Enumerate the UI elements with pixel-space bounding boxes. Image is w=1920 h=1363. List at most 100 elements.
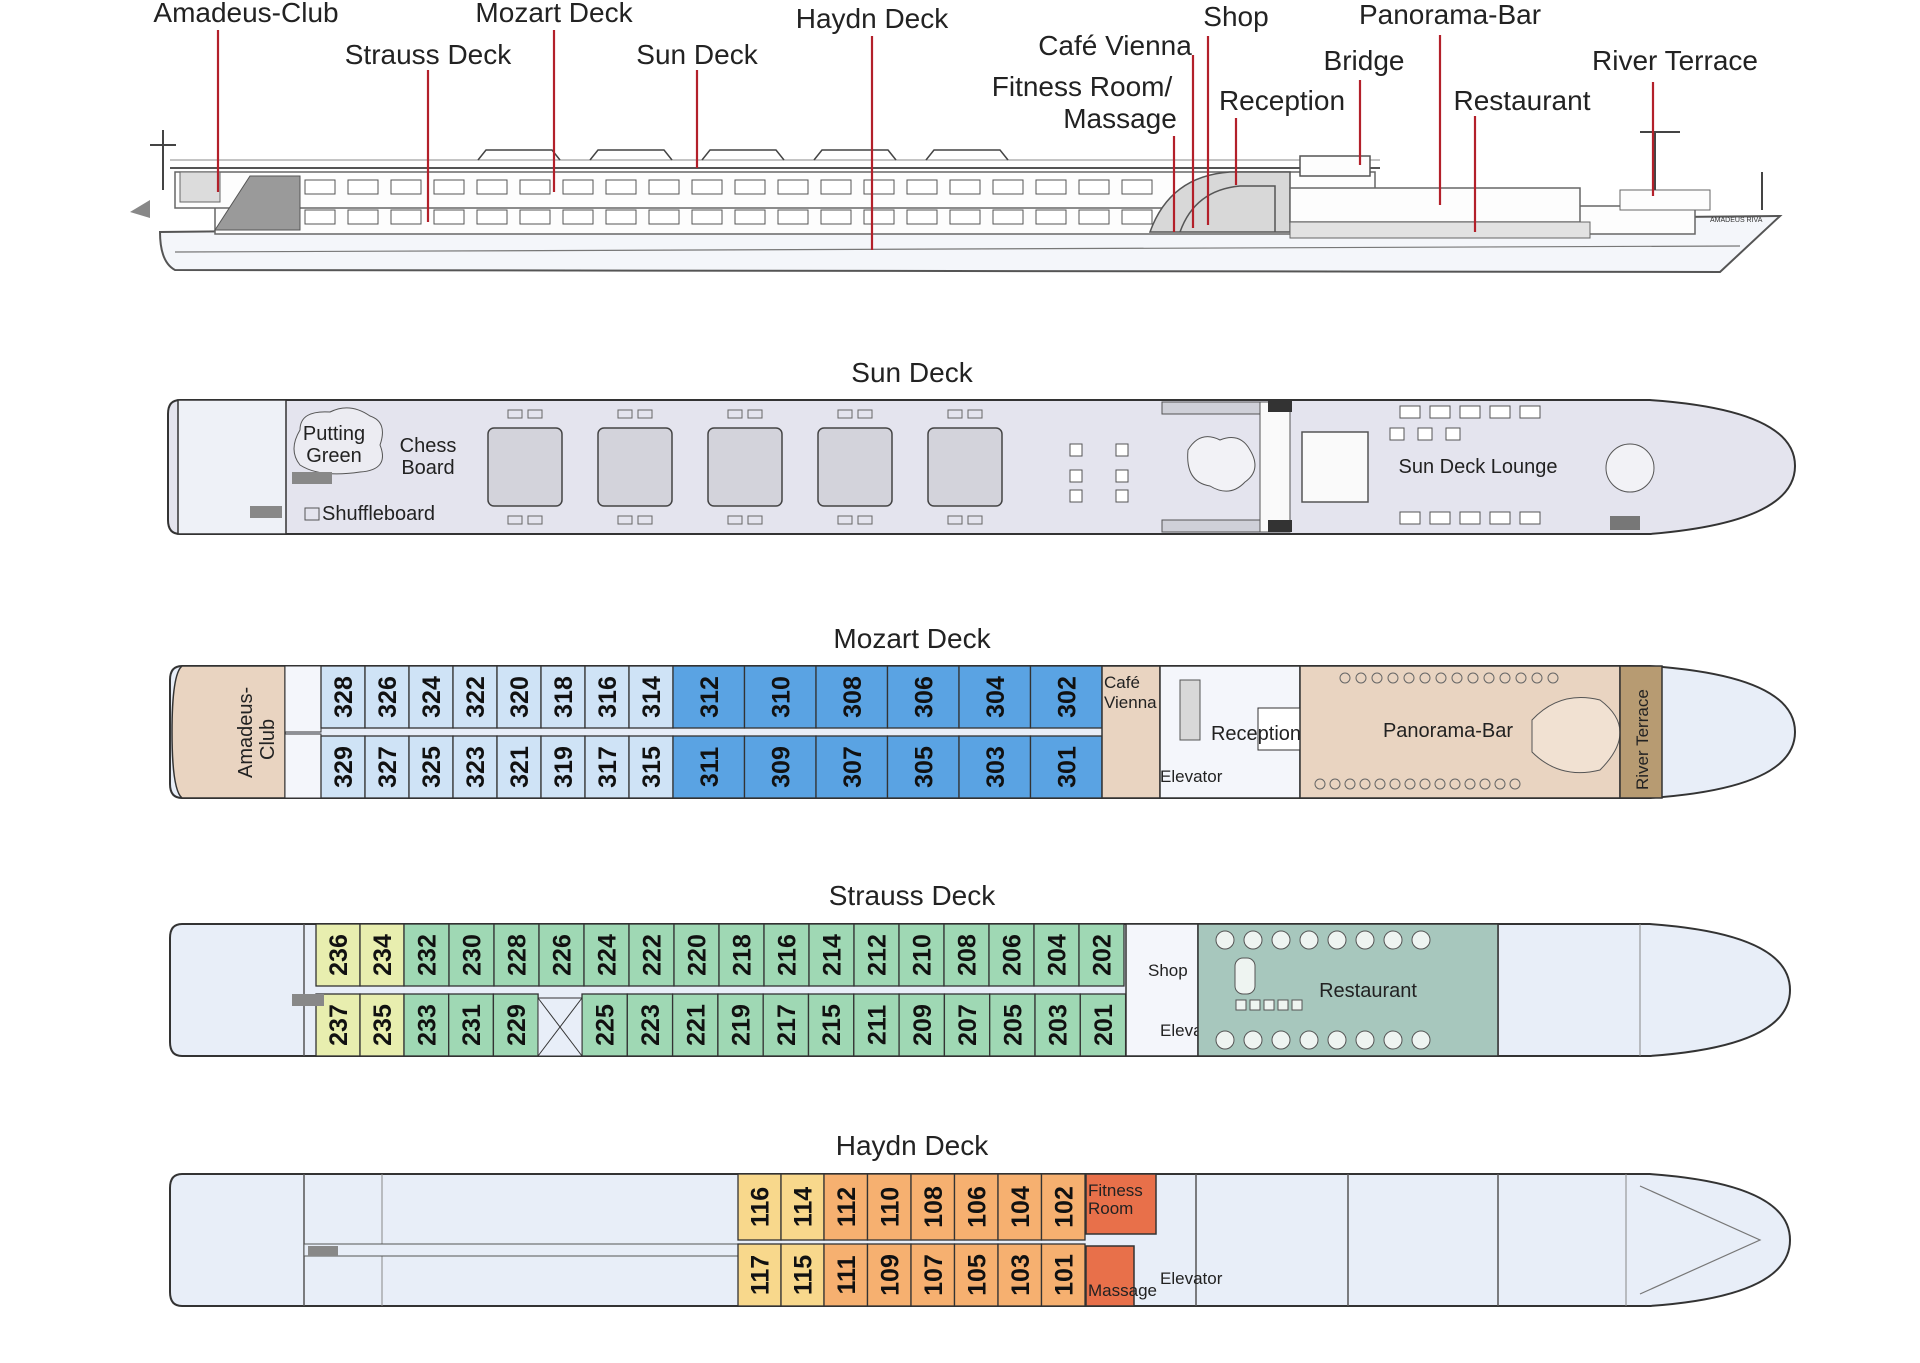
cabin-number-115: 115 <box>790 1255 818 1295</box>
profile-atrium-dome <box>1148 171 1291 233</box>
cabin-number-223: 223 <box>637 1004 665 1046</box>
cabin-105 <box>953 1243 999 1307</box>
cabin-number-208: 208 <box>954 934 982 976</box>
cabin-220 <box>673 923 720 987</box>
cabin-number-233: 233 <box>413 1004 441 1046</box>
cabin-328 <box>320 665 366 729</box>
cabin-number-308: 308 <box>839 676 867 718</box>
mozart-deck-title: Mozart Deck <box>833 623 991 654</box>
cabin-number-219: 219 <box>728 1004 756 1046</box>
cabin-number-229: 229 <box>503 1004 531 1046</box>
label-reception: Reception <box>1219 85 1345 116</box>
cabin-number-220: 220 <box>684 934 712 976</box>
cabin-204 <box>1033 923 1080 987</box>
cabin-number-228: 228 <box>504 934 532 976</box>
profile-bow-terrace <box>1619 189 1711 211</box>
cabin-302 <box>1029 665 1103 729</box>
fitness-room-area <box>1085 1173 1157 1235</box>
cabin-326 <box>364 665 410 729</box>
cabin-304 <box>958 665 1032 729</box>
cabin-228 <box>493 923 540 987</box>
cabin-319 <box>540 735 586 799</box>
cabin-321 <box>496 735 542 799</box>
cabin-111 <box>823 1243 869 1307</box>
cabin-310 <box>743 665 817 729</box>
label-mozart-deck: Mozart Deck <box>475 0 633 28</box>
cabin-number-203: 203 <box>1045 1004 1073 1046</box>
strauss-deck-title: Strauss Deck <box>829 880 996 911</box>
profile-ship-name: AMADEUS RIVA <box>1710 217 1763 224</box>
cabin-229 <box>492 993 539 1057</box>
cabin-number-236: 236 <box>325 934 353 976</box>
cabin-202 <box>1078 923 1125 987</box>
label-haydn-deck: Haydn Deck <box>796 3 950 34</box>
sun-shade-1 <box>487 427 563 507</box>
sun-deck-lounge-label: Sun Deck Lounge <box>1398 456 1557 478</box>
cabin-number-209: 209 <box>909 1004 937 1046</box>
cabin-number-114: 114 <box>790 1187 818 1227</box>
strauss-shop-label: Shop <box>1148 961 1188 980</box>
cabin-number-314: 314 <box>638 676 666 718</box>
cabin-317 <box>584 735 630 799</box>
cabin-322 <box>452 665 498 729</box>
cabin-number-317: 317 <box>594 746 622 788</box>
sun-shade-4 <box>817 427 893 507</box>
cabin-117 <box>737 1243 782 1307</box>
river-terrace-area <box>1619 665 1663 799</box>
chess-board-label-2: Board <box>401 457 454 479</box>
fitness-room-label-2: Room <box>1088 1199 1133 1218</box>
cabin-number-321: 321 <box>506 746 534 788</box>
cafe-vienna-label-1: Café <box>1104 673 1140 692</box>
cabin-number-226: 226 <box>549 934 577 976</box>
cabin-number-324: 324 <box>418 676 446 718</box>
cabin-number-216: 216 <box>774 934 802 976</box>
cabin-number-218: 218 <box>729 934 757 976</box>
cabin-number-205: 205 <box>999 1004 1027 1046</box>
cabin-219 <box>717 993 764 1057</box>
amadeus-club-label-1: Amadeus- <box>235 687 257 778</box>
cabin-327 <box>364 735 410 799</box>
profile-lounge-block <box>1289 187 1581 223</box>
label-sun-deck: Sun Deck <box>636 39 758 70</box>
cabin-number-105: 105 <box>963 1254 991 1296</box>
cabin-number-212: 212 <box>864 934 892 976</box>
cabin-205 <box>989 993 1036 1057</box>
cabin-103 <box>997 1243 1043 1307</box>
haydn-deck-title: Haydn Deck <box>836 1130 990 1161</box>
cabin-231 <box>448 993 495 1057</box>
cabin-number-320: 320 <box>506 676 534 718</box>
cabin-318 <box>540 665 586 729</box>
cabin-325 <box>408 735 454 799</box>
cabin-102 <box>1040 1173 1086 1241</box>
cabin-number-222: 222 <box>639 934 667 976</box>
cabin-316 <box>584 665 630 729</box>
cabin-203 <box>1034 993 1081 1057</box>
river-terrace-label: River Terrace <box>1633 689 1652 790</box>
cabin-212 <box>853 923 900 987</box>
cabin-226 <box>538 923 585 987</box>
cabin-315 <box>628 735 674 799</box>
cabin-number-322: 322 <box>462 676 490 718</box>
cabin-number-305: 305 <box>910 746 938 788</box>
label-restaurant: Restaurant <box>1454 85 1591 116</box>
cabin-233 <box>403 993 450 1057</box>
cabin-320 <box>496 665 542 729</box>
sun-shade-3 <box>707 427 783 507</box>
cabin-211 <box>853 993 900 1057</box>
cabin-215 <box>807 993 855 1057</box>
cabin-number-214: 214 <box>819 934 847 976</box>
profile-bridge <box>1299 155 1371 177</box>
cabin-number-201: 201 <box>1090 1004 1118 1046</box>
cabin-104 <box>997 1173 1043 1241</box>
cabin-329 <box>320 735 366 799</box>
cabin-210 <box>898 923 945 987</box>
cabin-116 <box>737 1173 782 1241</box>
bar-tables <box>1314 672 1559 790</box>
cabin-number-315: 315 <box>638 746 666 788</box>
cabin-311 <box>672 735 746 799</box>
